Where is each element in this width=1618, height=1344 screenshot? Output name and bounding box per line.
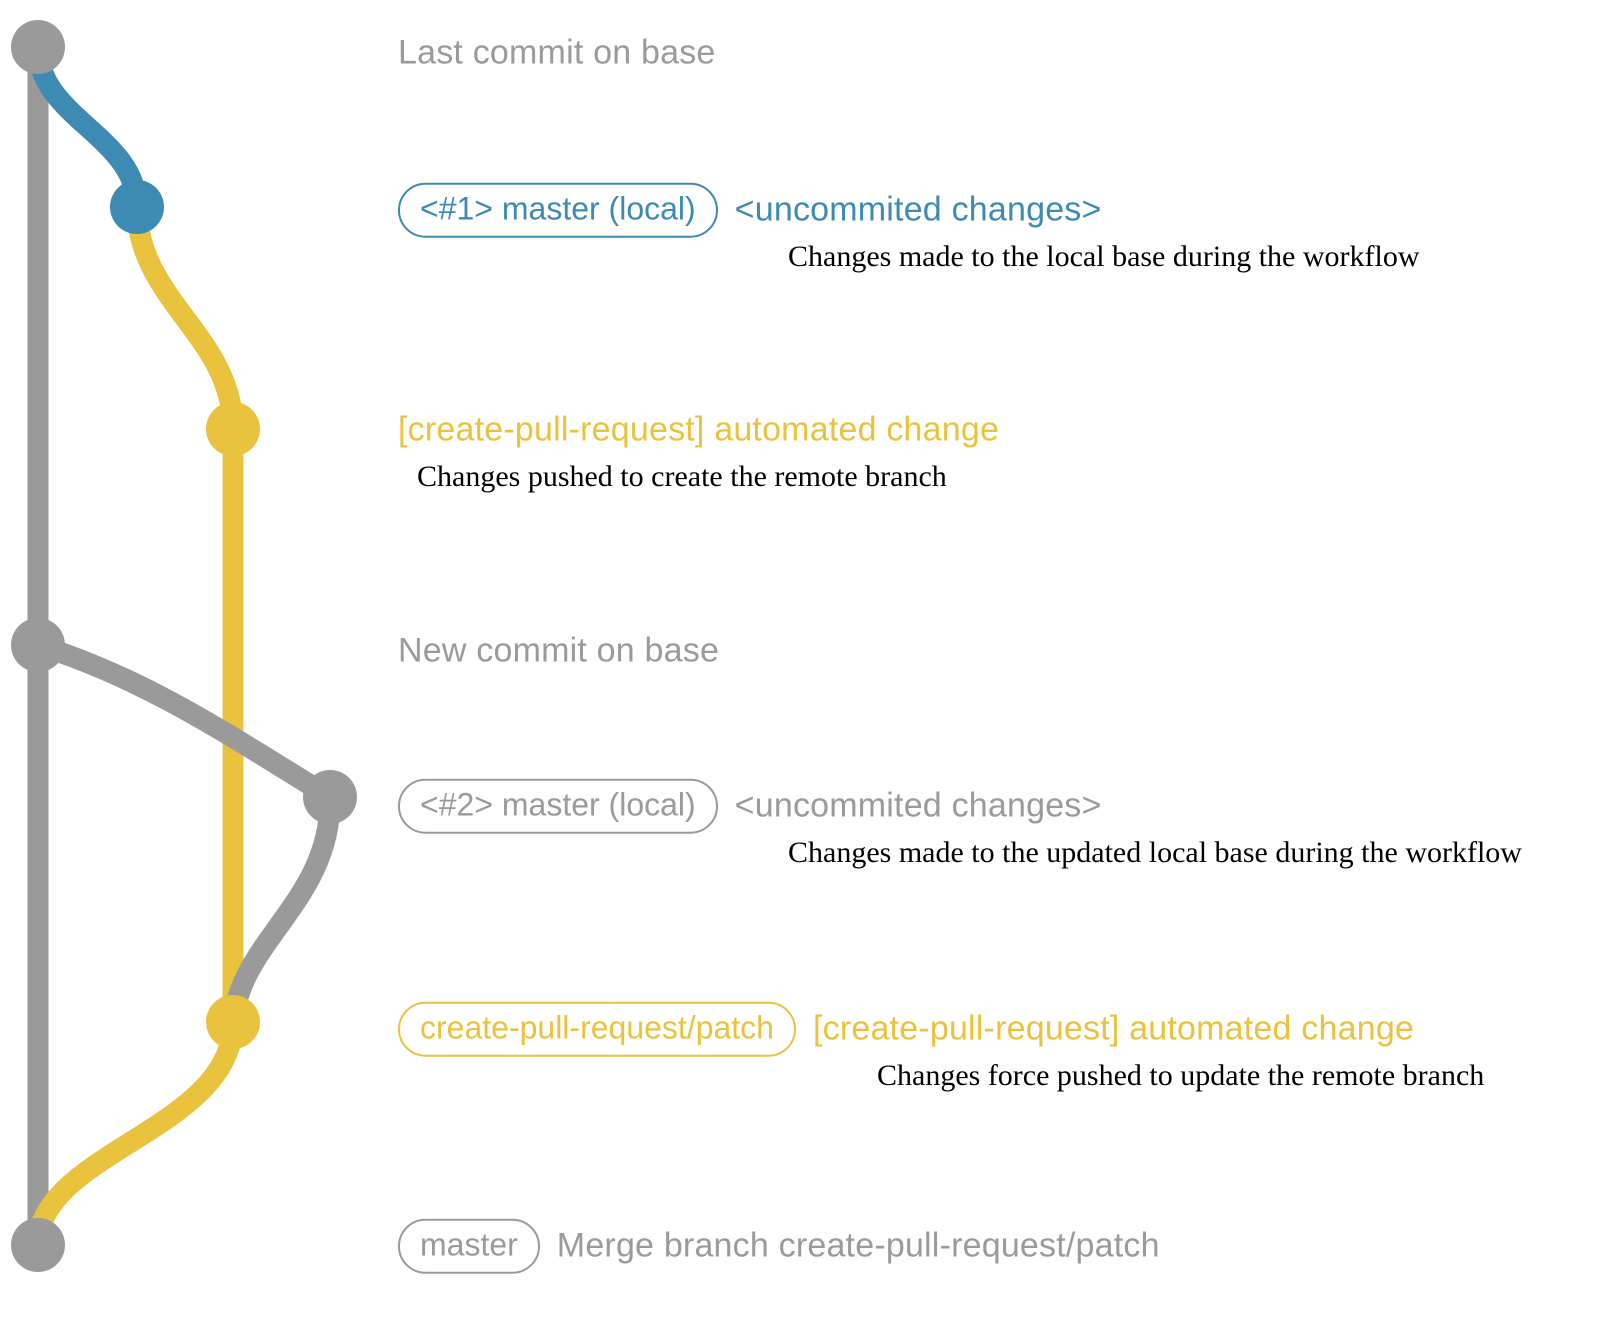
commit-description: Changes pushed to create the remote bran…: [417, 460, 947, 493]
commit-row-patch-updated: create-pull-request/patch [create-pull-r…: [398, 1001, 1415, 1057]
branch-badge-master[interactable]: master: [398, 1218, 540, 1274]
branch-badge-create-pull-request-patch[interactable]: create-pull-request/patch: [398, 1001, 796, 1057]
commit-subject: <uncommited changes>: [734, 786, 1102, 825]
commit-row-local-commit-2: <#2> master (local) <uncommited changes>: [398, 778, 1102, 834]
commit-description: Changes made to the updated local base d…: [788, 836, 1522, 869]
commit-description: Changes force pushed to update the remot…: [877, 1059, 1485, 1092]
commit-subject: [create-pull-request] automated change: [398, 410, 1000, 449]
commit-row-local-commit-1: <#1> master (local) <uncommited changes>: [398, 182, 1102, 238]
branch-badge-master-local-1[interactable]: <#1> master (local): [398, 182, 718, 238]
commit-subject: [create-pull-request] automated change: [812, 1009, 1415, 1048]
commit-subject: Last commit on base: [398, 33, 716, 72]
commit-row-patch-created: [create-pull-request] automated change: [398, 411, 999, 450]
commit-subject: Merge branch create-pull-request/patch: [556, 1226, 1160, 1265]
commit-row-last-commit-on-base: Last commit on base: [398, 34, 716, 73]
commit-description: Changes made to the local base during th…: [788, 240, 1420, 273]
branch-badge-master-local-2[interactable]: <#2> master (local): [398, 778, 718, 834]
commit-row-new-commit-on-base: New commit on base: [398, 632, 719, 671]
commit-subject: <uncommited changes>: [734, 190, 1102, 229]
commit-row-master-merge: master Merge branch create-pull-request/…: [398, 1218, 1160, 1274]
commit-subject: New commit on base: [398, 631, 720, 670]
